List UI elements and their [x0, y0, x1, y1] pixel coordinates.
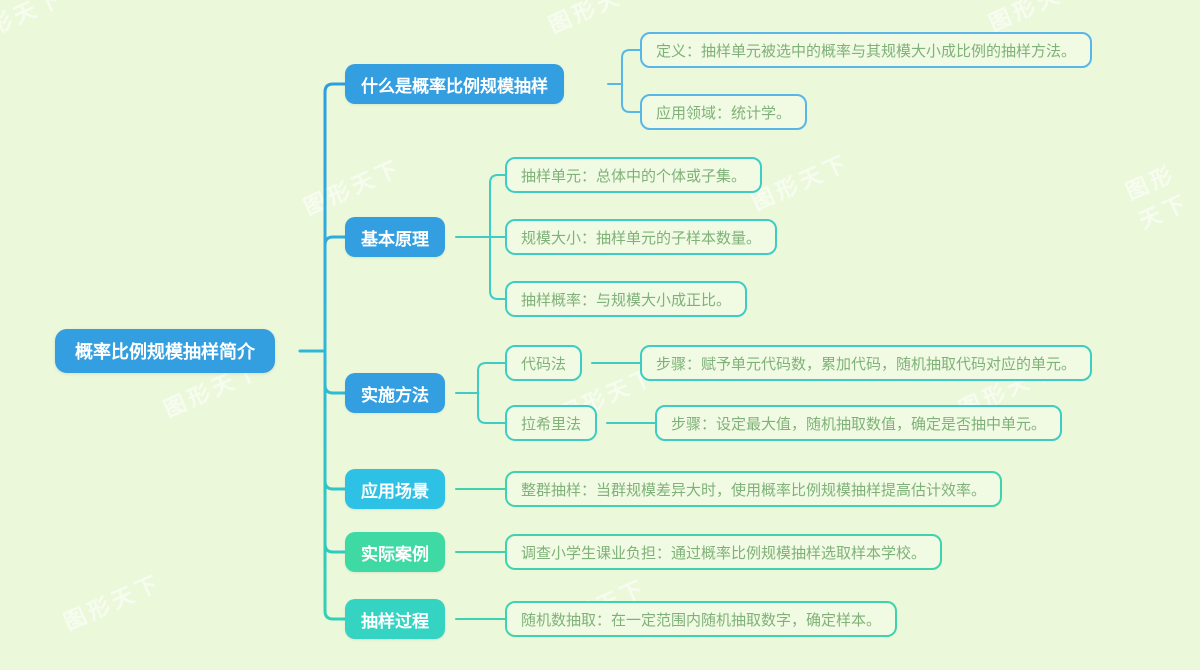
root-node[interactable]: 概率比例规模抽样简介	[55, 329, 275, 373]
watermark: 图形天下	[545, 0, 651, 38]
leaf-application-field[interactable]: 应用领域：统计学。	[640, 94, 808, 130]
leaf-code-method-steps[interactable]: 步骤：赋予单元代码数，累加代码，随机抽取代码对应的单元。	[640, 345, 1093, 381]
leaf-lahiri-method-steps[interactable]: 步骤：设定最大值，随机抽取数值，确定是否抽中单元。	[655, 405, 1063, 441]
branch-what-is-pps[interactable]: 什么是概率比例规模抽样	[345, 64, 564, 104]
leaf-student-survey-case[interactable]: 调查小学生课业负担：通过概率比例规模抽样选取样本学校。	[505, 534, 943, 570]
subnode-code-method[interactable]: 代码法	[505, 345, 583, 381]
watermark: 图形天下	[0, 0, 68, 50]
leaf-sampling-unit[interactable]: 抽样单元：总体中的个体或子集。	[505, 157, 763, 193]
watermark: 图形天下	[748, 149, 854, 215]
leaf-definition[interactable]: 定义：抽样单元被选中的概率与其规模大小成比例的抽样方法。	[640, 32, 1093, 68]
subnode-lahiri-method[interactable]: 拉希里法	[505, 405, 598, 441]
watermark: 图形天下	[60, 569, 166, 635]
branch-implementation-methods[interactable]: 实施方法	[345, 373, 445, 413]
watermark: 图形天下	[1122, 160, 1193, 234]
leaf-random-number-draw[interactable]: 随机数抽取：在一定范围内随机抽取数字，确定样本。	[505, 601, 898, 637]
leaf-size[interactable]: 规模大小：抽样单元的子样本数量。	[505, 219, 778, 255]
watermark: 图形天下	[300, 154, 406, 220]
branch-application-scenarios[interactable]: 应用场景	[345, 469, 445, 509]
branch-practical-case[interactable]: 实际案例	[345, 532, 445, 572]
branch-basic-principle[interactable]: 基本原理	[345, 217, 445, 257]
branch-sampling-process[interactable]: 抽样过程	[345, 599, 445, 639]
leaf-sampling-probability[interactable]: 抽样概率：与规模大小成正比。	[505, 281, 748, 317]
leaf-cluster-sampling[interactable]: 整群抽样：当群规模差异大时，使用概率比例规模抽样提高估计效率。	[505, 471, 1003, 507]
